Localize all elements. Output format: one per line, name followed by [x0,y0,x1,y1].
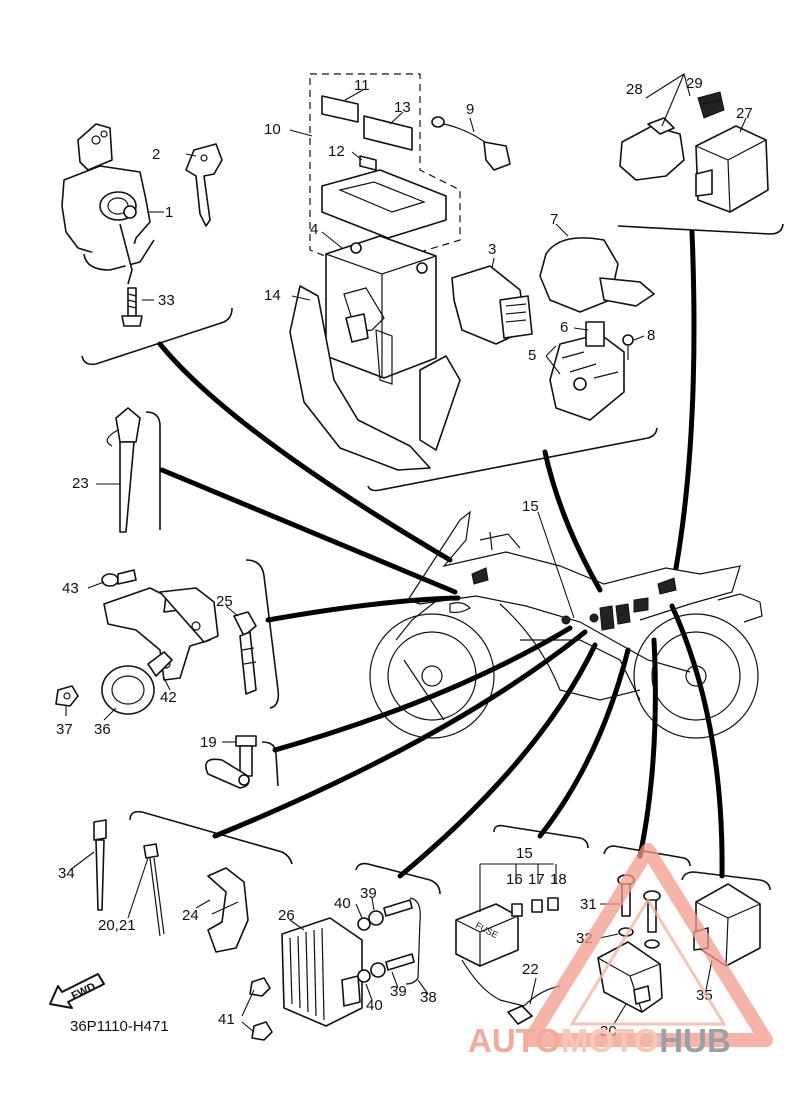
starter-relay-30 [597,941,663,1013]
callout-25: 25 [216,593,233,610]
washers-39-40 [357,910,386,983]
callout-17: 17 [528,871,545,888]
callout-4: 4 [310,221,318,238]
watermark-logo: AUTOMOTOHUB [468,1022,731,1060]
screw-8 [622,334,634,360]
callout-38: 38 [420,989,437,1006]
callout-26: 26 [278,907,295,924]
callout-9: 9 [466,101,474,118]
starter-relay-5 [549,321,625,421]
motorcycle-outline [369,510,763,739]
callout-13: 13 [394,99,411,116]
bolts-38 [383,897,421,985]
callout-24: 24 [182,907,199,924]
callout-27: 27 [736,105,753,122]
watermark-part-b: MOTO [560,1022,660,1059]
callout-39-bottom: 39 [390,983,407,1000]
callout-19: 19 [200,734,217,751]
relay-unit-3 [451,265,533,345]
callout-2: 2 [152,146,160,163]
callout-39-top: 39 [360,885,377,902]
callout-42: 42 [160,689,177,706]
bolt-43 [101,569,137,587]
callout-33: 33 [158,292,175,309]
fwd-arrow-icon: FWD [40,960,120,1010]
dashed-group-10 [309,73,461,271]
callout-29: 29 [686,75,703,92]
panel-bracket-relay [617,223,784,235]
callout-14: 14 [264,287,281,304]
bolt-33 [121,287,143,327]
panel-bracket-ignition [81,307,233,366]
watermark-triangle [523,843,773,1047]
callout-40-top: 40 [334,895,351,912]
relay-7 [539,237,655,313]
callout-10: 10 [264,121,281,138]
callout-12: 12 [328,143,345,160]
callout-20-21: 20,21 [98,917,136,934]
callout-5: 5 [528,347,536,364]
fuses-16-18 [511,897,559,917]
rectifier-26 [281,917,363,1027]
callout-1: 1 [165,204,173,221]
band-20-21 [143,843,165,937]
horn-bracket-42 [103,587,219,681]
cable-tie-23 [106,407,141,533]
callout-18: 18 [550,871,567,888]
control-unit-27 [695,125,769,213]
horn-36 [101,651,173,715]
callout-11: 11 [354,77,370,94]
panel-bracket-flasher [681,871,771,891]
panel-bracket-battery [367,427,658,492]
callout-36: 36 [94,721,111,738]
callout-43: 43 [62,580,79,597]
battery [325,235,437,379]
callout-37: 37 [56,721,73,738]
battery-lead-9 [431,116,511,171]
battery-cover-parts [321,95,447,239]
fuse-block-29 [697,91,725,119]
panel-bracket-bolt19 [261,741,279,787]
battery-band [289,285,461,471]
fuse-box-15: FUSE [455,903,525,1007]
nuts-41 [241,977,273,1041]
callout-28: 28 [626,81,643,98]
watermark-part-a: AUTO [468,1022,561,1059]
bolt-19 [205,735,257,789]
flasher-35 [693,883,761,967]
callout-34: 34 [58,865,75,882]
key [185,143,223,227]
callout-31: 31 [580,896,597,913]
callout-6: 6 [560,319,568,336]
flasher-relay-28 [619,117,685,181]
callout-3: 3 [488,241,496,258]
callout-7: 7 [550,211,558,228]
callout-22: 22 [522,961,539,978]
callout-23: 23 [72,475,89,492]
callout-15-fuse: 15 [516,845,533,862]
diagram-code: 36P1110-H471 [70,1018,169,1035]
fwd-label: FWD [70,981,98,1003]
cable-tie-34 [93,819,107,911]
callout-16: 16 [506,871,523,888]
clamp-24 [207,867,249,953]
callout-15-bike: 15 [522,498,539,515]
callout-41: 41 [218,1011,235,1028]
panel-bracket-rectifier [355,862,441,895]
panel-bracket-horn [245,559,280,709]
ignition-switch [61,123,155,285]
watermark-part-c: HUB [659,1022,731,1059]
nut-37 [55,685,79,707]
harness-clip-25 [233,611,257,695]
callout-8: 8 [647,327,655,344]
panel-bracket-clamps [129,810,293,865]
callout-40-bottom: 40 [366,997,383,1014]
panel-bracket-tie [145,411,161,530]
